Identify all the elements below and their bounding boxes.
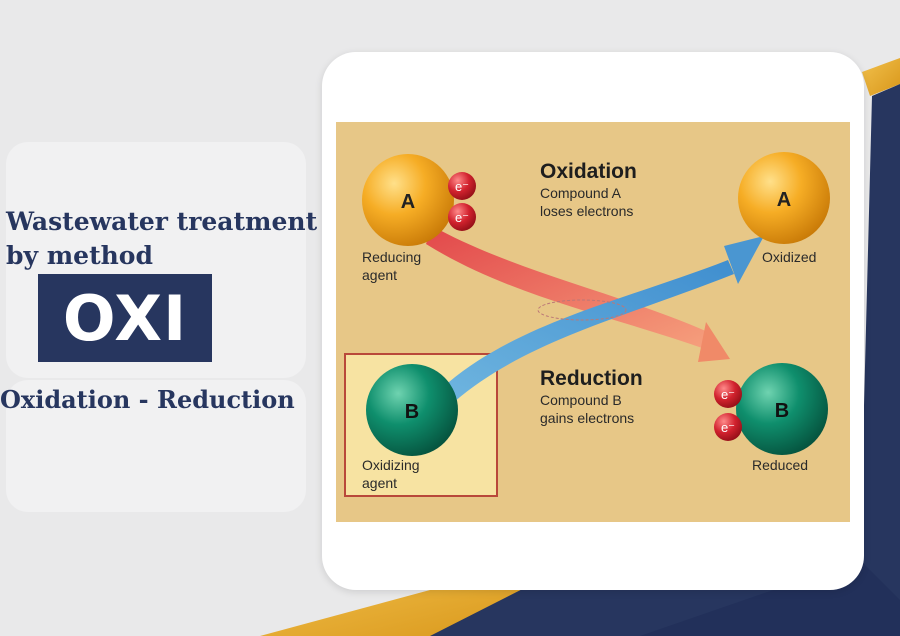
- reduction-heading: Reduction: [540, 367, 643, 390]
- reducing-agent-line-2: agent: [362, 267, 397, 283]
- oxidation-arrow-body: [442, 260, 734, 402]
- electron-b-2: [714, 413, 742, 441]
- electron-b-2-label: e⁻: [721, 420, 735, 435]
- reduction-line-2: gains electrons: [540, 410, 634, 426]
- compound-a-sphere: [362, 154, 454, 246]
- arrow-crossing: [537, 299, 627, 321]
- redox-diagram: A e⁻ e⁻ A B B e⁻ e⁻ Oxidation Compound A…: [336, 122, 850, 522]
- oxi-badge: OXI: [38, 274, 212, 362]
- electron-b-1-label: e⁻: [721, 387, 735, 402]
- electron-a-1-label: e⁻: [455, 179, 469, 194]
- electron-a-2-label: e⁻: [455, 210, 469, 225]
- oxidized-a-sphere: [738, 152, 830, 244]
- compound-a-label: A: [401, 191, 415, 213]
- oxidizing-agent-line-1: Oxidizing: [362, 457, 420, 473]
- electron-a-1: [448, 172, 476, 200]
- oxidation-heading: Oxidation: [540, 160, 637, 183]
- slide-subtitle: Oxidation - Reduction: [0, 385, 295, 414]
- slide-title: Wastewater treatment by method: [6, 207, 318, 270]
- reduced-text: Reduced: [752, 457, 808, 473]
- oxidizing-agent-line-2: agent: [362, 475, 397, 491]
- oxidation-line-2: loses electrons: [540, 203, 633, 219]
- gold-accent-top: [862, 58, 900, 96]
- oxidation-arrow-head: [724, 236, 764, 284]
- reduction-line-1: Compound B: [540, 392, 622, 408]
- reduction-arrow-body: [426, 226, 708, 350]
- reduction-arrow-head: [698, 322, 730, 362]
- oxidized-text: Oxidized: [762, 249, 816, 265]
- reduced-b-label: B: [775, 400, 789, 422]
- electron-a-2: [448, 203, 476, 231]
- reduced-b-sphere: [736, 363, 828, 455]
- oxi-badge-text: OXI: [62, 281, 188, 355]
- reducing-agent-line-1: Reducing: [362, 249, 421, 265]
- compound-b-label: B: [405, 401, 419, 423]
- electron-b-1: [714, 380, 742, 408]
- compound-b-sphere: [366, 364, 458, 456]
- left-panel-lower: [6, 380, 306, 512]
- oxidation-line-1: Compound A: [540, 185, 622, 201]
- oxidized-a-label: A: [777, 189, 791, 211]
